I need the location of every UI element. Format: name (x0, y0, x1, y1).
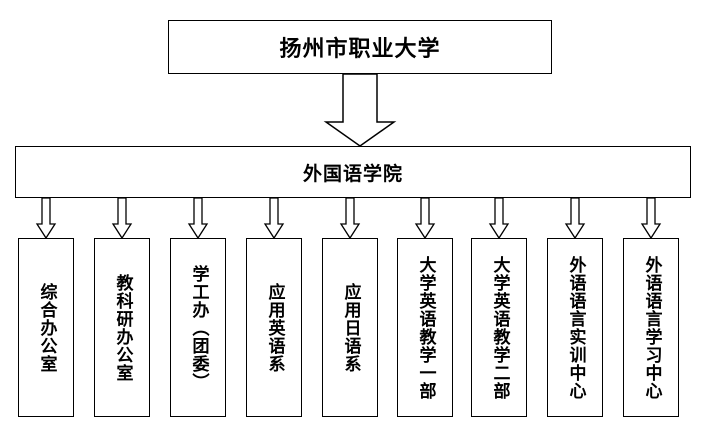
dept-label: 学工办（团委） (188, 264, 209, 391)
dept-arrow-3 (187, 197, 209, 240)
dept-arrow-1 (35, 197, 57, 240)
dept-arrow-2 (111, 197, 133, 240)
dept-arrow-6 (414, 197, 436, 240)
dept-label: 综合办公室 (36, 282, 57, 373)
dept-label: 外语语言实训中心 (565, 255, 586, 400)
dept-arrow-9 (640, 197, 662, 240)
dept-arrow-4 (263, 197, 285, 240)
dept-label: 教科研办公室 (112, 273, 133, 382)
dept-box-college-english-2: 大学英语教学二部 (471, 238, 527, 417)
dept-label: 应用英语系 (264, 282, 285, 373)
university-box: 扬州市职业大学 (168, 20, 552, 74)
dept-box-applied-english: 应用英语系 (246, 238, 302, 417)
dept-label: 外语语言学习中心 (641, 255, 662, 400)
dept-box-general-office: 综合办公室 (18, 238, 74, 417)
dept-arrow-5 (339, 197, 361, 240)
dept-box-research-office: 教科研办公室 (94, 238, 150, 417)
university-label: 扬州市职业大学 (279, 37, 441, 62)
school-label: 外国语学院 (302, 162, 403, 185)
main-down-arrow (323, 73, 397, 147)
dept-box-student-affairs: 学工办（团委） (170, 238, 226, 417)
dept-box-language-training: 外语语言实训中心 (547, 238, 603, 417)
dept-label: 应用日语系 (340, 282, 361, 373)
dept-arrow-8 (564, 197, 586, 240)
dept-label: 大学英语教学二部 (489, 255, 510, 400)
dept-box-language-learning: 外语语言学习中心 (623, 238, 679, 417)
dept-box-college-english-1: 大学英语教学一部 (397, 238, 453, 417)
department-arrows (35, 197, 662, 240)
dept-box-applied-japanese: 应用日语系 (322, 238, 378, 417)
school-box: 外国语学院 (15, 146, 691, 198)
dept-label: 大学英语教学一部 (415, 255, 436, 400)
dept-arrow-7 (488, 197, 510, 240)
